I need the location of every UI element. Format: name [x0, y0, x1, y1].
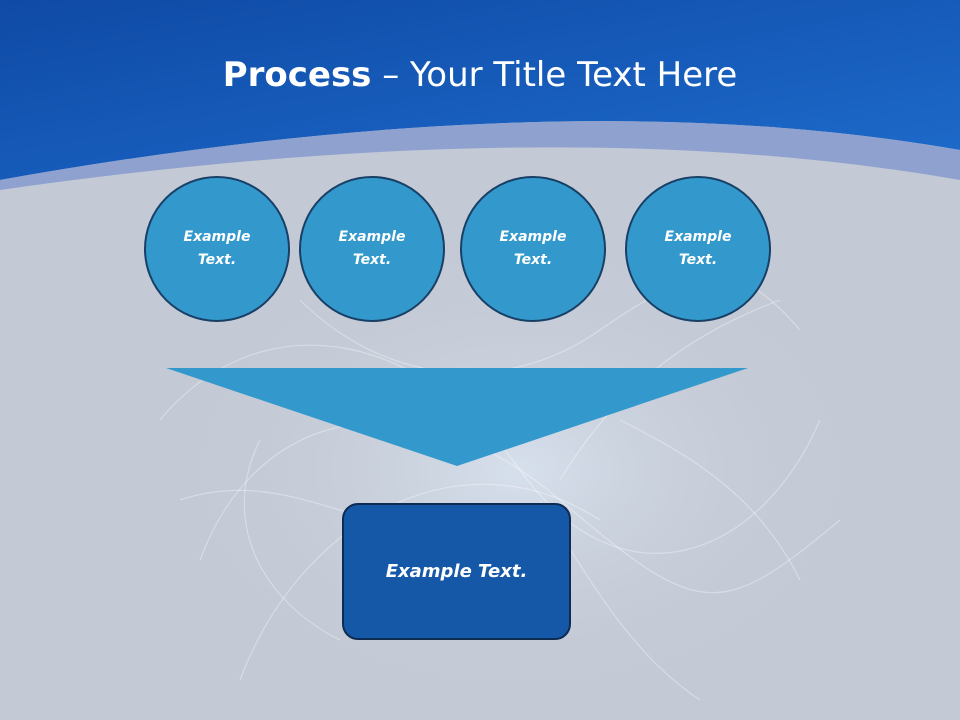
title-bold: Process — [222, 55, 372, 95]
process-step-2: Example Text. — [299, 176, 445, 322]
header-band — [0, 0, 960, 180]
result-box: Example Text. — [342, 503, 571, 640]
process-step-label: Example Text. — [499, 229, 567, 268]
slide-title: Process – Your Title Text Here — [0, 52, 960, 98]
header-swoosh — [0, 121, 960, 190]
process-step-3: Example Text. — [460, 176, 606, 322]
title-rest: – Your Title Text Here — [371, 55, 738, 95]
process-step-4: Example Text. — [625, 176, 771, 322]
result-label: Example Text. — [385, 561, 528, 582]
process-step-label: Example Text. — [664, 229, 732, 268]
process-step-label: Example Text. — [183, 229, 251, 268]
process-step-label: Example Text. — [338, 229, 406, 268]
funnel-arrow — [166, 368, 748, 466]
process-step-1: Example Text. — [144, 176, 290, 322]
